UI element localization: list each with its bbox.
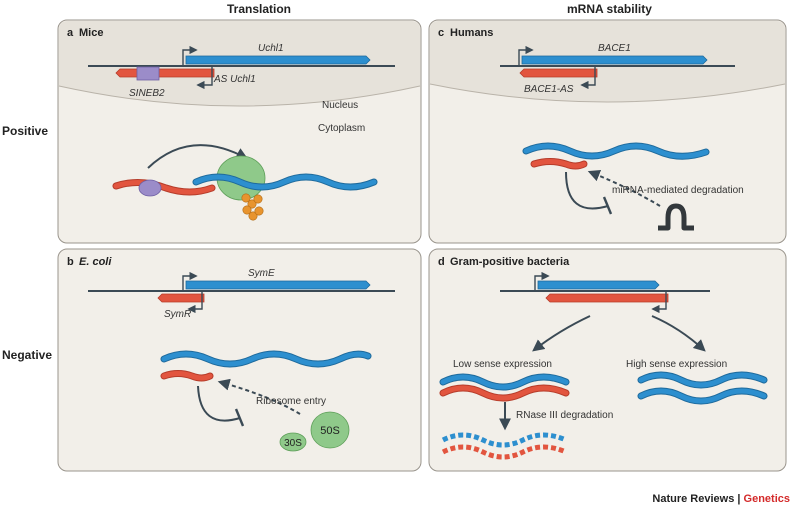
panel-d-right-branch-arrow <box>651 315 706 352</box>
panel-c-sense-label: BACE1 <box>598 43 631 54</box>
panel-c-sense-promoter-arrow <box>518 45 534 66</box>
panel-d-left-branch-arrow <box>532 315 591 352</box>
journal-name: Nature Reviews <box>652 493 735 505</box>
panel-d-antisense-transcript <box>545 293 669 303</box>
journal-section: Genetics <box>743 493 790 505</box>
panel-b-antisense-promoter-arrow <box>187 291 203 314</box>
panel-a-letter: a <box>67 27 74 39</box>
panel-d-frame <box>428 248 787 472</box>
panel-c-antisense-promoter-arrow <box>580 66 596 90</box>
panel-a-sense-promoter-arrow <box>182 45 198 66</box>
panel-b-inhibition-arc <box>197 385 241 422</box>
row-label-positive: Positive <box>2 124 49 138</box>
panel-d-sense-transcript <box>537 280 660 290</box>
journal-credit: Nature Reviews | Genetics <box>652 493 790 505</box>
panel-c-process-label: miRNA-mediated degradation <box>612 185 744 196</box>
panel-c-antisense-label: BACE1-AS <box>524 84 574 95</box>
panel-a-organism: Mice <box>79 27 103 39</box>
panel-c-antisense-rna <box>531 159 587 169</box>
panel-a-antisense-label: AS Uchl1 <box>213 74 256 85</box>
panel-d-high-sense-rna-1 <box>638 372 767 388</box>
panel-d-antisense-promoter-arrow <box>651 291 667 314</box>
panel-a-antisense-transcript <box>115 68 215 78</box>
panel-c-inhibition-bar <box>602 196 613 215</box>
panel-d-low-label: Low sense expression <box>453 359 552 370</box>
panel-a-sense-label: Uchl1 <box>258 43 284 54</box>
panel-c-sense-mrna <box>523 143 709 159</box>
panel-a-recruitment-arrow <box>147 144 249 169</box>
panel-d-high-label: High sense expression <box>626 359 727 370</box>
panel-d-fragmented-antisense-rna <box>441 444 567 460</box>
panel-b-letter: b <box>67 256 74 268</box>
panel-a-antisense-rna <box>113 180 215 195</box>
panel-d-fragmented-sense-rna <box>441 432 567 448</box>
panel-d-sense-promoter-arrow <box>534 271 550 291</box>
panel-b-50s-label: 50S <box>320 425 340 437</box>
panel-b-antisense-label: SymR <box>164 309 191 320</box>
panel-b-inhibition-bar <box>234 408 245 427</box>
panel-d-low-sense-rna <box>440 374 569 390</box>
panel-a-sineb2-rna-domain <box>138 179 162 197</box>
panel-b-antisense-rna <box>161 371 213 381</box>
panel-a-sense-mrna <box>193 174 377 190</box>
panel-b-ribosome-entry-arrow <box>217 378 301 415</box>
panel-c-letter: c <box>438 27 444 39</box>
panel-a-sense-transcript <box>185 55 371 65</box>
panel-a-element-label: SINEB2 <box>129 88 165 99</box>
panel-c-nuclear-envelope <box>429 83 786 103</box>
panel-a-nascent-protein <box>241 193 264 221</box>
panel-b-antisense-transcript <box>157 293 205 303</box>
panel-d-low-antisense-rna <box>440 385 569 401</box>
panel-b-sense-label: SymE <box>248 268 275 279</box>
panel-b-sense-promoter-arrow <box>182 271 198 291</box>
panel-b-process-label: Ribosome entry <box>256 396 326 407</box>
panel-d-letter: d <box>438 256 445 268</box>
panel-c-inhibition-arc <box>565 171 609 210</box>
panel-b-30s-label: 30S <box>284 438 302 449</box>
panel-b-organism: E. coli <box>79 256 112 268</box>
journal-separator: | <box>737 493 741 505</box>
panel-b-sense-mrna <box>161 351 371 367</box>
row-label-negative: Negative <box>2 348 53 362</box>
panel-a-nuclear-envelope <box>58 85 421 107</box>
panel-c-mirna-arrow <box>587 169 661 207</box>
column-header-mrna-stability: mRNA stability <box>567 2 652 16</box>
panel-a-nucleus-label: Nucleus <box>322 100 358 111</box>
panel-a-antisense-promoter-arrow <box>196 66 213 90</box>
panel-c-antisense-transcript <box>519 68 598 78</box>
panel-b-50s-subunit <box>310 411 350 449</box>
panel-a-sineb2-element <box>136 66 160 81</box>
panel-d-organism: Gram-positive bacteria <box>450 256 570 268</box>
column-header-translation: Translation <box>227 2 292 16</box>
panel-a-cytoplasm-label: Cytoplasm <box>318 123 365 134</box>
panel-b-30s-subunit <box>279 432 307 452</box>
panel-b-sense-transcript <box>185 280 371 290</box>
panel-c-mirna-hairpin <box>658 203 694 231</box>
panel-c-organism: Humans <box>450 27 493 39</box>
panel-c-sense-transcript <box>521 55 708 65</box>
panel-d-high-sense-rna-2 <box>638 388 767 404</box>
panel-d-process-label: RNase III degradation <box>516 410 613 421</box>
